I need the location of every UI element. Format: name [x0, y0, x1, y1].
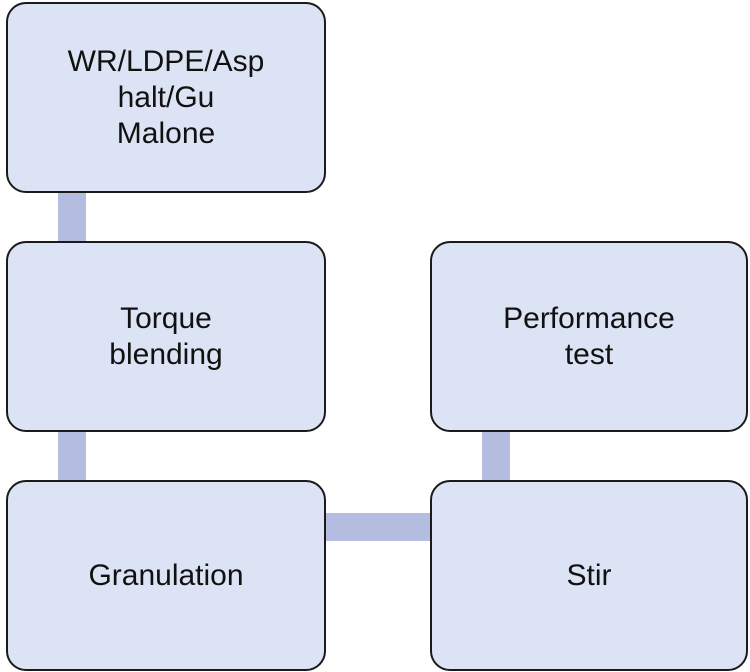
node-stir-label: Stir [566, 558, 612, 592]
node-materials: WR/LDPE/Asp halt/Gu Malone [6, 2, 326, 193]
node-granulation-label: Granulation [88, 558, 244, 592]
connector-stir-to-performance [482, 432, 510, 480]
connector-materials-to-torque [58, 193, 86, 241]
node-stir: Stir [430, 480, 748, 671]
node-performance-test: Performance test [430, 241, 748, 432]
node-materials-label: WR/LDPE/Asp halt/Gu Malone [67, 44, 265, 150]
node-granulation: Granulation [6, 480, 326, 671]
connector-granulation-to-stir [326, 513, 430, 541]
node-torque-blending-label: Torque blending [109, 301, 223, 371]
node-torque-blending: Torque blending [6, 241, 326, 432]
node-performance-test-label: Performance test [503, 301, 675, 371]
connector-torque-to-granulation [58, 432, 86, 480]
